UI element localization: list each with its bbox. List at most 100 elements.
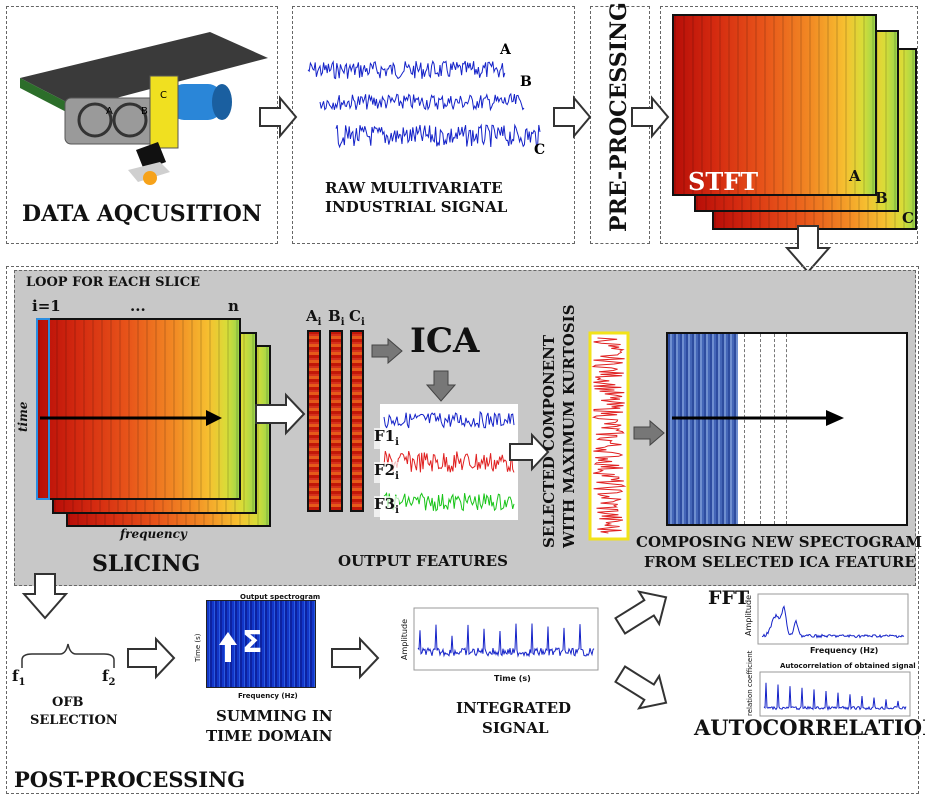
arrow-right-icon: [631, 95, 670, 139]
feature-f3-label: F3i: [374, 495, 399, 517]
slice-index-start: i=1: [32, 297, 61, 315]
selected-component-label-1: SELECTED COMPONENT: [540, 335, 558, 548]
raw-signal-label-2: INDUSTRIAL SIGNAL: [325, 198, 508, 216]
time-direction-arrow: [40, 410, 222, 426]
data-acquisition-label: DATA AQCUSITION: [22, 201, 262, 227]
arrow-up-icon: [219, 632, 237, 662]
small-arrow-right-icon: [371, 337, 403, 365]
summing-label-2: TIME DOMAIN: [206, 727, 333, 745]
autocorrelation-trace: [763, 682, 907, 712]
feature-f2-label: F2i: [374, 461, 399, 483]
column-c-label: Ci: [349, 307, 365, 328]
slice-index-dots: ...: [130, 297, 146, 315]
slice-index-end: n: [228, 297, 239, 315]
ofb-label-1: OFB: [52, 695, 84, 710]
slicing-label: SLICING: [92, 551, 201, 577]
fft-trace: [761, 605, 905, 639]
arrow-right-icon: [255, 392, 306, 436]
loop-title: LOOP FOR EACH SLICE: [26, 275, 200, 290]
sensor-block: [149, 75, 179, 149]
stft-channel-b: B: [875, 189, 888, 207]
column-a-label: Ai: [306, 307, 322, 328]
integrated-label-1: INTEGRATED: [456, 699, 572, 717]
stft-spectrogram-a: [672, 14, 877, 196]
signal-label-c: C: [534, 142, 545, 158]
fft-label: FFT: [708, 587, 750, 609]
integrated-label-2: SIGNAL: [482, 719, 549, 737]
fft-frequency-axis: Frequency (Hz): [810, 646, 879, 655]
autocorrelation-axis: relation coefficient: [746, 650, 754, 716]
integrated-signal-trace: [417, 623, 595, 658]
slice-column-c: [350, 330, 364, 512]
output-time-axis: Time (s): [194, 633, 202, 662]
autocorrelation-title: Autocorrelation of obtained signal: [780, 662, 916, 670]
integrated-amplitude-axis: Amplitude: [400, 619, 409, 660]
helmet-icon: [143, 171, 157, 185]
integrated-time-axis: Time (s): [494, 674, 531, 683]
small-arrow-right-icon: [633, 419, 665, 447]
small-arrow-down-icon: [425, 370, 457, 402]
signal-trace-a: [307, 60, 506, 80]
arrow-right-icon: [509, 432, 550, 472]
fft-plot: [757, 593, 909, 645]
ofb-brace: [21, 643, 115, 668]
autocorrelation-label: AUTOCORRELATION: [694, 715, 925, 740]
feature-trace-f3: [383, 491, 515, 512]
ica-features-plot: [380, 404, 518, 520]
arrow-up-right-icon: [614, 590, 668, 635]
feature-trace-f1: [383, 410, 515, 430]
selected-component-label-2: WITH MAXIMUM KURTOSIS: [560, 304, 578, 548]
current-slice-highlight: [36, 318, 50, 500]
slice-column-a: [307, 330, 321, 512]
stft-channel-c: C: [902, 209, 914, 227]
arrow-down-icon: [21, 573, 69, 620]
slice-spectrogram-1: [36, 318, 241, 500]
ofb-label-2: SELECTION: [30, 713, 118, 728]
ica-label: ICA: [410, 321, 480, 361]
fft-amplitude-axis: Amplitude: [744, 595, 753, 636]
frequency-axis-label: frequency: [120, 527, 187, 541]
slice-column-b: [329, 330, 343, 512]
feature-trace-f2: [383, 450, 515, 473]
output-frequency-axis: Frequency (Hz): [238, 692, 298, 700]
signal-label-b: B: [520, 74, 532, 90]
composing-label-1: COMPOSING NEW SPECTOGRAM: [636, 533, 922, 551]
stft-channel-a: A: [849, 167, 861, 185]
new-spectrogram: [666, 332, 908, 526]
arrow-right-icon: [331, 636, 380, 680]
stft-label: STFT: [688, 167, 759, 196]
selected-component-plot: [588, 331, 630, 541]
sensor-a-tag: A: [106, 106, 113, 117]
signal-trace-b: [319, 92, 525, 112]
composing-label-2: FROM SELECTED ICA FEATURE: [644, 553, 916, 571]
ofb-f2-label: f2: [102, 667, 116, 688]
conveyor-belt: [20, 32, 268, 108]
arrow-right-icon: [127, 636, 176, 680]
post-processing-label: POST-PROCESSING: [14, 767, 246, 792]
arrow-right-icon: [259, 95, 298, 139]
time-axis-label: time: [16, 401, 30, 432]
raw-signal-plot: A B C: [307, 42, 545, 158]
feature-f1-label: F1i: [374, 427, 399, 449]
sensor-b-tag: B: [141, 106, 148, 117]
output-features-label: OUTPUT FEATURES: [338, 552, 508, 570]
sigma-symbol: Σ: [242, 625, 263, 660]
composed-slices: [668, 334, 738, 524]
raw-signal-label-1: RAW MULTIVARIATE: [325, 179, 503, 197]
arrow-down-icon: [784, 225, 832, 274]
ofb-f1-label: f1: [12, 667, 26, 688]
motor-cylinder: [170, 84, 222, 120]
autocorrelation-plot: [759, 671, 911, 717]
arrow-down-right-icon: [614, 665, 668, 710]
sensor-c-tag: C: [160, 90, 167, 101]
signal-label-a: A: [499, 42, 512, 58]
summing-label-1: SUMMING IN: [216, 707, 333, 725]
signal-trace-c: [335, 123, 541, 149]
time-direction-arrow: [672, 410, 844, 426]
acquisition-machine-illustration: A B C: [20, 32, 268, 185]
output-spectrogram-title: Output spectrogram: [240, 593, 321, 601]
selected-component-trace: [591, 337, 627, 534]
arrow-right-icon: [553, 95, 592, 139]
integrated-signal-plot: [413, 607, 599, 671]
